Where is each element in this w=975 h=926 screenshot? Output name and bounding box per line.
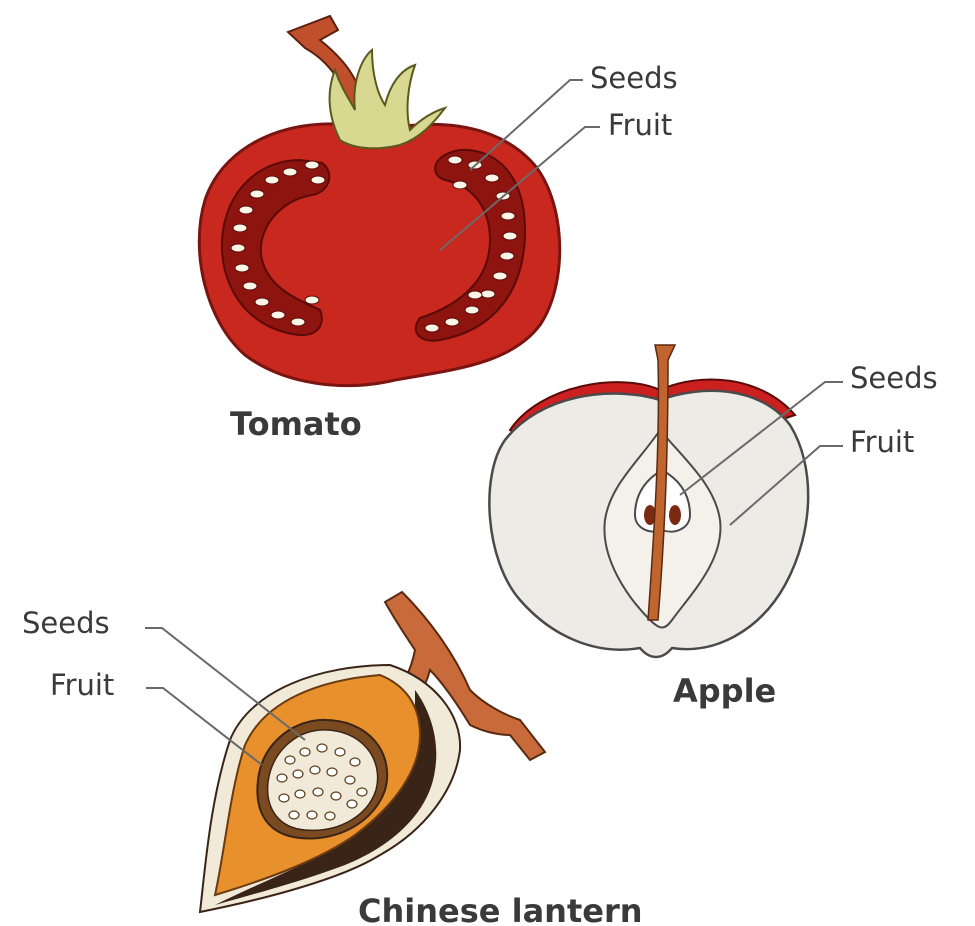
lantern-seeds-label: Seeds (22, 606, 110, 640)
apple-seeds-label: Seeds (850, 361, 938, 395)
apple-illustration (489, 345, 808, 657)
apple-fruit-label: Fruit (850, 425, 914, 459)
lantern-fruit-label: Fruit (50, 668, 114, 702)
lantern-caption: Chinese lantern (358, 892, 643, 926)
tomato-seeds-label: Seeds (590, 61, 678, 95)
tomato-fruit-label: Fruit (608, 108, 672, 142)
chinese-lantern-illustration (200, 592, 545, 912)
apple-seed (669, 505, 681, 525)
apple-caption: Apple (673, 672, 776, 710)
tomato-illustration (199, 16, 559, 386)
tomato-caption: Tomato (230, 405, 362, 443)
